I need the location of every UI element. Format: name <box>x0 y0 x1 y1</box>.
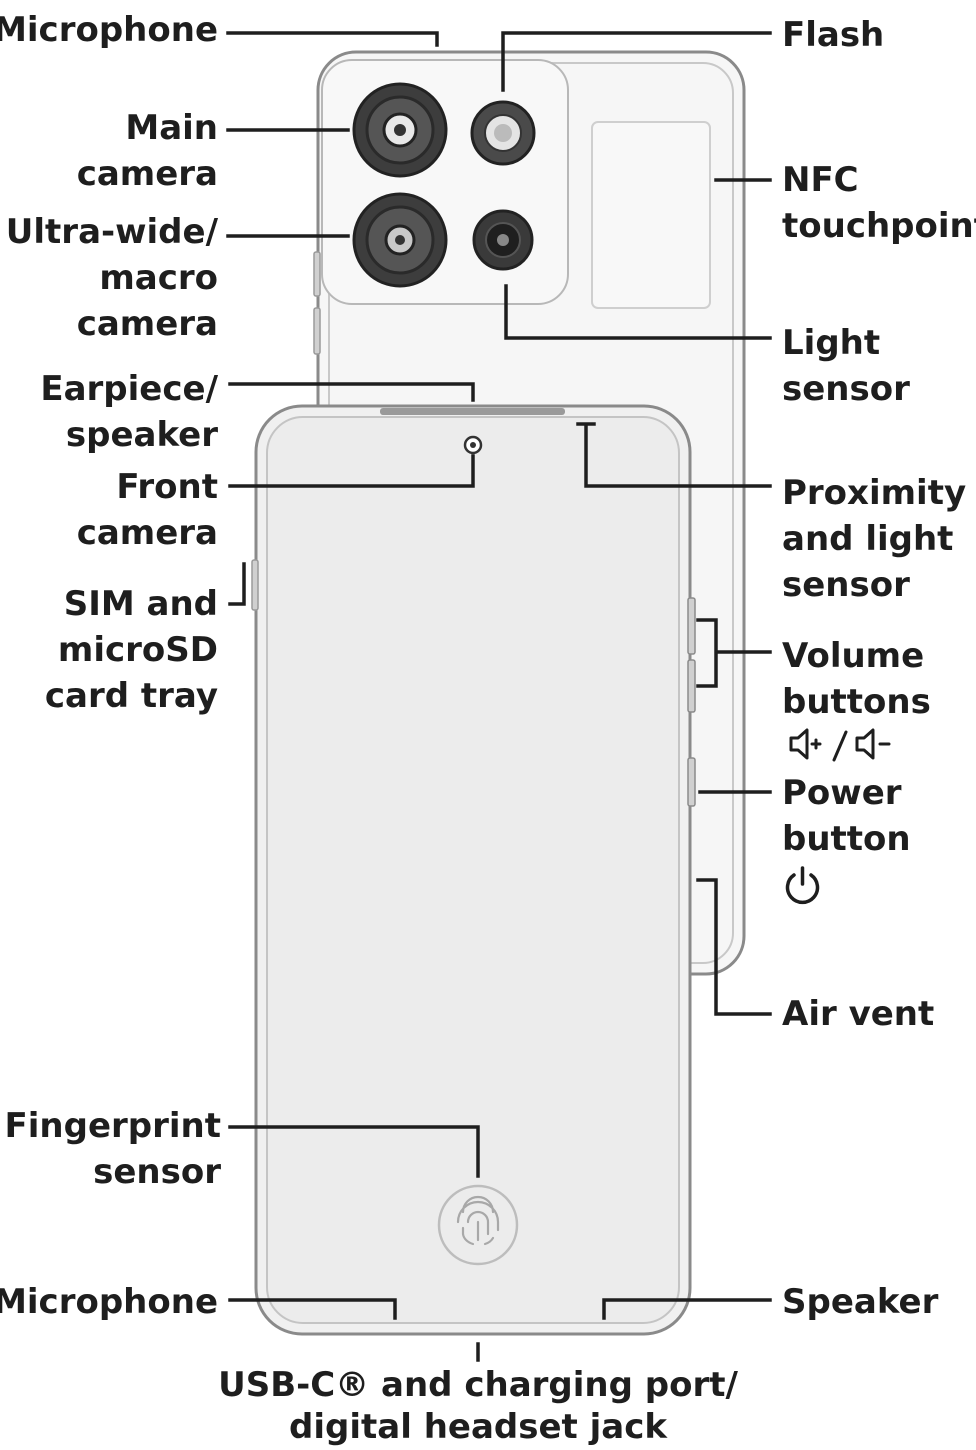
label-volume-buttons: Volume buttons <box>782 636 931 722</box>
volume-button-up <box>687 597 696 655</box>
sim-tray-slot <box>251 559 259 611</box>
label-sim-tray: SIM and microSD card tray <box>44 584 218 716</box>
label-usb-port: USB-C® and charging port/ digital headse… <box>218 1365 738 1447</box>
ultra-wide-camera-lens <box>352 192 448 288</box>
fingerprint-icon <box>437 1184 519 1266</box>
volume-button-down <box>687 659 696 713</box>
leader-volume <box>696 618 772 688</box>
leader-air-vent <box>696 878 772 1016</box>
leader-earpiece <box>228 382 475 402</box>
label-light-sensor: Light sensor <box>782 323 910 409</box>
power-button-shape <box>687 757 696 807</box>
label-proximity-sensor: Proximity and light sensor <box>782 473 967 605</box>
volume-up-down-icon <box>789 728 891 762</box>
nfc-area <box>591 121 711 309</box>
leader-flash <box>501 31 772 92</box>
label-ultra-wide-camera: Ultra-wide/ macro camera <box>5 212 218 344</box>
power-icon <box>785 866 820 905</box>
label-front-camera: Front camera <box>76 467 218 553</box>
leader-lines <box>226 31 772 1362</box>
leader-fingerprint <box>228 1125 480 1178</box>
label-speaker-bottom: Speaker <box>782 1282 939 1322</box>
leader-proximity <box>576 422 772 488</box>
earpiece-slit <box>380 408 565 415</box>
main-camera-lens <box>352 82 448 178</box>
label-main-camera: Main camera <box>76 108 218 194</box>
label-earpiece-speaker: Earpiece/ speaker <box>40 369 218 455</box>
leader-speaker <box>602 1298 772 1320</box>
phone-front <box>251 404 696 1336</box>
label-power-button: Power button <box>782 773 911 859</box>
label-microphone-top: Microphone <box>0 10 218 50</box>
leader-microphone-top <box>226 31 439 47</box>
leader-light-sensor <box>504 284 772 340</box>
label-flash: Flash <box>782 15 885 55</box>
label-fingerprint-sensor: Fingerprint sensor <box>4 1106 221 1192</box>
leader-front-camera <box>228 454 475 488</box>
light-sensor-lens <box>472 209 534 271</box>
flash-lens <box>470 100 536 166</box>
leader-sim <box>228 562 246 606</box>
label-microphone-bottom: Microphone <box>0 1282 218 1322</box>
label-nfc-touchpoint: NFC touchpoint <box>782 160 976 246</box>
label-air-vent: Air vent <box>782 994 935 1034</box>
leader-microphone-bottom <box>228 1298 397 1320</box>
camera-module <box>321 59 569 305</box>
